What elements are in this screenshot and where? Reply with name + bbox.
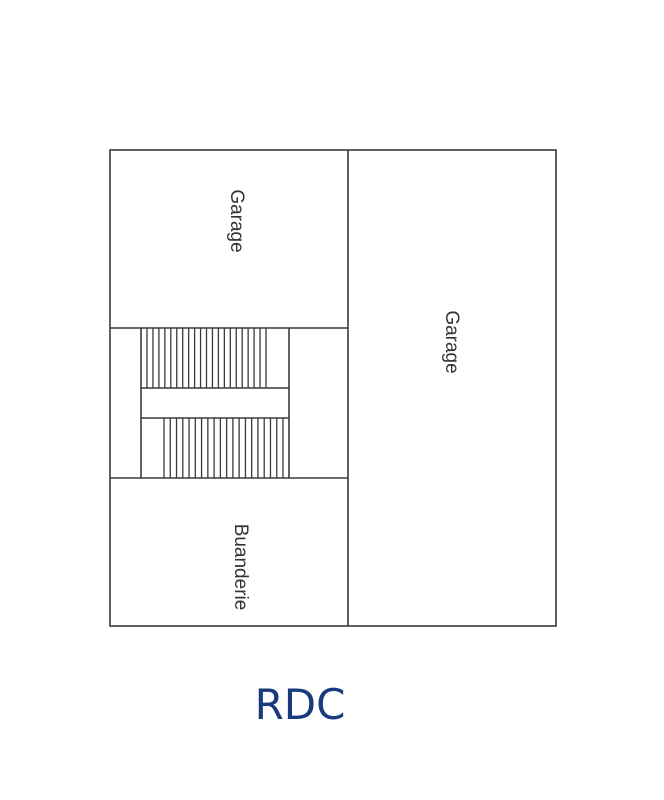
outer-wall xyxy=(109,149,557,627)
staircase xyxy=(140,328,290,478)
room-label-garage-right: Garage xyxy=(441,310,462,373)
room-label-buanderie: Buanderie xyxy=(230,524,251,611)
floor-title: RDC xyxy=(254,680,346,729)
lower-flight xyxy=(163,418,284,478)
room-label-garage-top-left: Garage xyxy=(226,189,247,252)
upper-flight xyxy=(146,328,267,388)
